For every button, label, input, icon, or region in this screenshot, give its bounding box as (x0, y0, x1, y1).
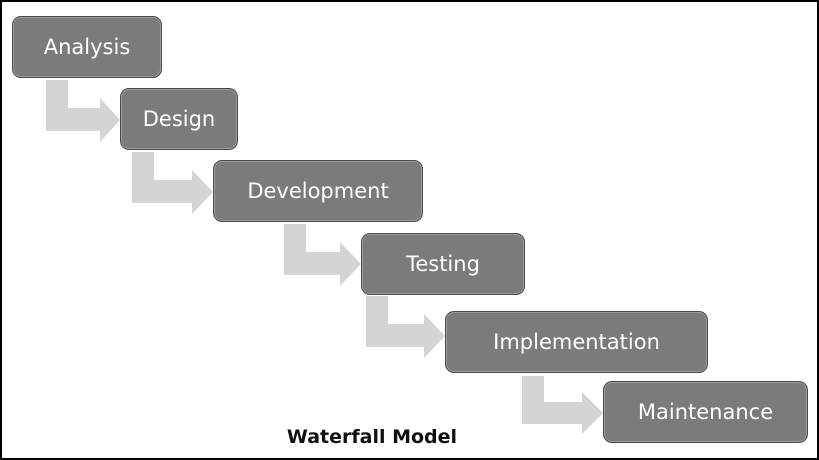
stage-label: Design (142, 107, 216, 131)
arrow-testing-to-implementation (366, 296, 445, 358)
stage-label: Analysis (43, 35, 131, 59)
stage-label: Testing (406, 252, 480, 276)
arrow-implementation-to-maintenance (522, 376, 603, 434)
diagram-caption: Waterfall Model (286, 426, 458, 448)
arrow-design-to-development (132, 152, 213, 214)
arrow-development-to-testing (284, 224, 361, 286)
stage-development: Development (213, 160, 423, 222)
stage-label: Implementation (493, 330, 660, 354)
stage-label: Maintenance (637, 400, 774, 424)
stage-maintenance: Maintenance (603, 381, 808, 443)
stage-testing: Testing (361, 233, 525, 295)
arrow-analysis-to-design (46, 80, 120, 142)
stage-label: Development (247, 179, 389, 203)
stage-analysis: Analysis (12, 16, 162, 78)
stage-design: Design (120, 88, 238, 150)
stage-implementation: Implementation (445, 311, 708, 373)
